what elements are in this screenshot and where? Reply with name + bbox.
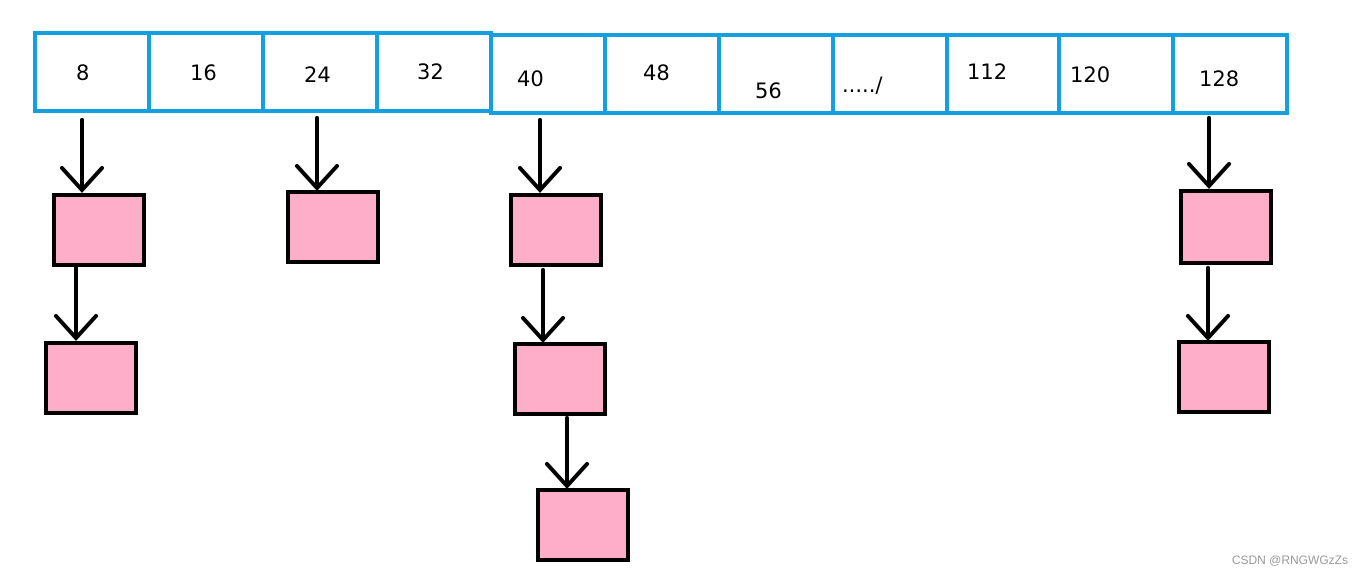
list-node (536, 488, 630, 562)
array-cell-box (945, 33, 1061, 115)
arrow (60, 118, 104, 193)
array-cell-box (717, 33, 835, 115)
array-cell-label: ...../ (842, 73, 883, 97)
arrow (518, 118, 562, 193)
arrow (545, 416, 589, 489)
array-cell-box (489, 33, 607, 115)
array-cell-label: 40 (517, 67, 544, 91)
list-node (44, 341, 138, 415)
arrow (295, 116, 339, 191)
array-cell-label: 32 (417, 60, 444, 84)
array-cell: 128 (1171, 33, 1289, 115)
array-cell: 24 (261, 31, 379, 113)
list-node (52, 193, 146, 267)
array-cell: 40 (489, 33, 607, 115)
list-node (509, 193, 603, 267)
array-cell-box (261, 31, 379, 113)
array-cell: 16 (147, 31, 265, 113)
watermark: CSDN @RNGWGzZs (1231, 553, 1348, 567)
array-cell: 112 (945, 33, 1061, 115)
array-cell: 120 (1057, 33, 1175, 115)
array-cell-label: 24 (304, 63, 331, 87)
array-cell: 8 (33, 31, 151, 113)
list-node (1179, 189, 1273, 265)
array-cell-box (831, 33, 949, 115)
array-cell-label: 56 (755, 79, 782, 103)
array-cell-label: 120 (1070, 63, 1110, 87)
array-cell-label: 128 (1199, 67, 1239, 91)
chain-128 (1177, 116, 1273, 414)
array-cell-label: 8 (76, 61, 89, 85)
array-cell-label: 112 (967, 60, 1007, 84)
array-cell-box (1057, 33, 1175, 115)
array-cell: ...../ (831, 33, 949, 115)
list-node (1177, 340, 1271, 414)
array-cell-box (1171, 33, 1289, 115)
array-cell-box (33, 31, 151, 113)
arrow (1187, 116, 1231, 189)
chain-40 (509, 118, 630, 562)
chain-24 (286, 116, 380, 264)
arrow (521, 268, 565, 343)
array-cell-box (375, 31, 493, 113)
arrow (1186, 266, 1230, 341)
array-row: 8 16 24 32 40 48 56 ...../ (33, 31, 1289, 115)
array-cell-box (147, 31, 265, 113)
arrow (54, 266, 98, 341)
array-cell: 48 (603, 33, 721, 115)
list-node (286, 190, 380, 264)
array-cell-label: 16 (190, 61, 217, 85)
array-cell-label: 48 (643, 61, 670, 85)
chain-8 (44, 118, 146, 415)
array-cell: 56 (717, 33, 835, 115)
array-cell: 32 (375, 31, 493, 113)
list-node (513, 342, 607, 416)
